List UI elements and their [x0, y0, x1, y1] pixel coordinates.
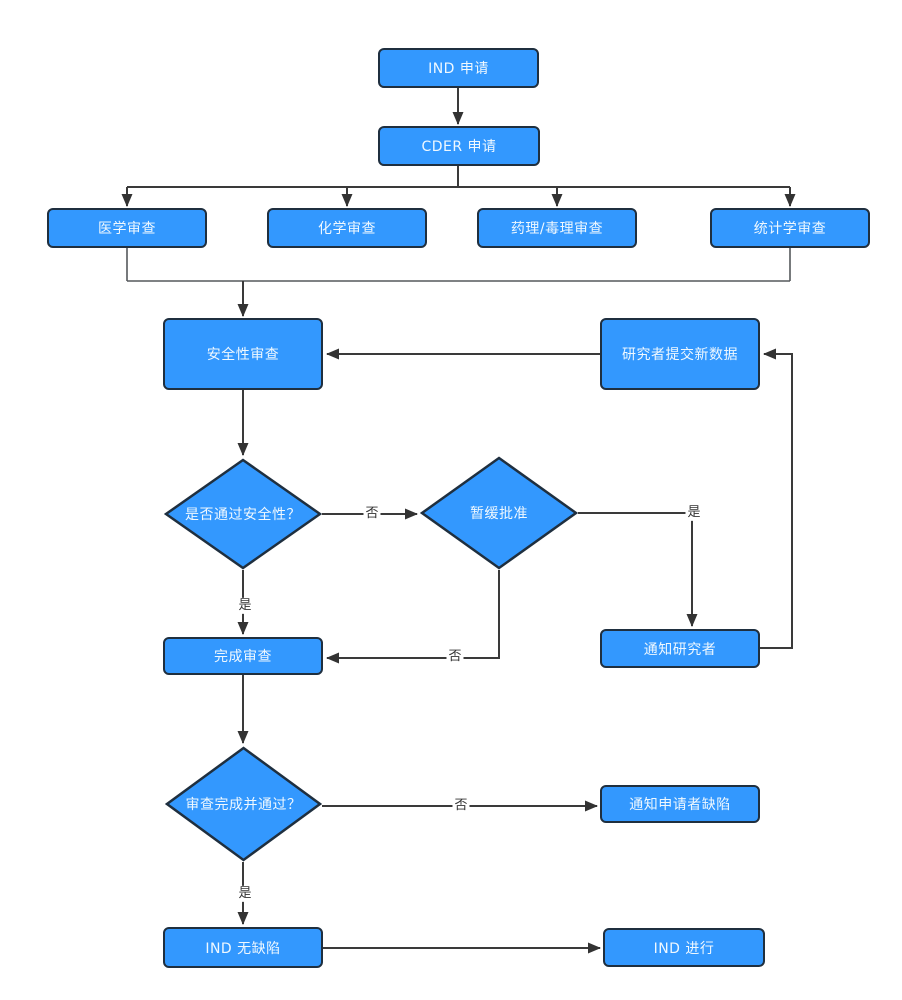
- node-label: IND 进行: [653, 940, 715, 957]
- edge-label-hold-yes: 是: [685, 504, 703, 522]
- node-complete-review: 完成审查: [163, 637, 323, 675]
- diamond-shape: [164, 458, 322, 570]
- node-ind-proceed: IND 进行: [603, 928, 765, 967]
- node-review-passed-decision: 审查完成并通过？: [165, 746, 322, 862]
- edge-label-passed-no: 否: [452, 797, 470, 815]
- node-clinical-hold-decision: 暂缓批准: [420, 456, 578, 570]
- node-cder-application: CDER 申请: [378, 126, 540, 166]
- node-pass-safety-decision: 是否通过安全性？: [164, 458, 322, 570]
- node-notify-researcher: 通知研究者: [600, 629, 760, 668]
- edge-label-passed-yes: 是: [236, 885, 254, 903]
- node-label: 药理/毒理审查: [510, 221, 604, 237]
- node-label: 研究者提交新数据: [622, 347, 738, 363]
- node-label: 通知申请者缺陷: [629, 797, 731, 813]
- node-ind-no-defect: IND 无缺陷: [163, 927, 323, 968]
- node-ind-application: IND 申请: [378, 48, 539, 88]
- edge-label-hold-no: 否: [446, 648, 464, 666]
- node-label: CDER 申请: [421, 139, 497, 155]
- node-label: 化学审查: [318, 221, 376, 237]
- edge-hold-yes: [578, 512, 698, 627]
- node-submit-new-data: 研究者提交新数据: [600, 318, 760, 390]
- node-safety-review: 安全性审查: [163, 318, 323, 390]
- node-medical-review: 医学审查: [47, 208, 207, 248]
- node-label: 是否通过安全性？: [185, 507, 301, 523]
- edge-researcher-loop: [760, 348, 793, 649]
- edge-hold-no: [326, 570, 500, 664]
- node-chemistry-review: 化学审查: [267, 208, 427, 248]
- edge-label-safety-yes: 是: [236, 597, 254, 615]
- node-label: 医学审查: [98, 221, 156, 237]
- node-statistics-review: 统计学审查: [710, 208, 870, 248]
- node-label: 通知研究者: [643, 641, 717, 658]
- node-label: 安全性审查: [206, 347, 280, 363]
- node-label: 完成审查: [214, 649, 272, 665]
- node-label: IND 无缺陷: [205, 940, 281, 957]
- edge-label-safety-no: 否: [363, 505, 381, 523]
- node-label: IND 申请: [428, 61, 489, 77]
- node-label: 审查完成并通过？: [185, 797, 302, 813]
- diamond-shape: [420, 456, 578, 570]
- node-pharm-tox-review: 药理/毒理审查: [477, 208, 637, 248]
- diamond-shape: [165, 746, 322, 862]
- node-notify-applicant-defect: 通知申请者缺陷: [600, 785, 760, 823]
- node-label: 暂缓批准: [470, 506, 528, 522]
- node-label: 统计学审查: [753, 221, 827, 237]
